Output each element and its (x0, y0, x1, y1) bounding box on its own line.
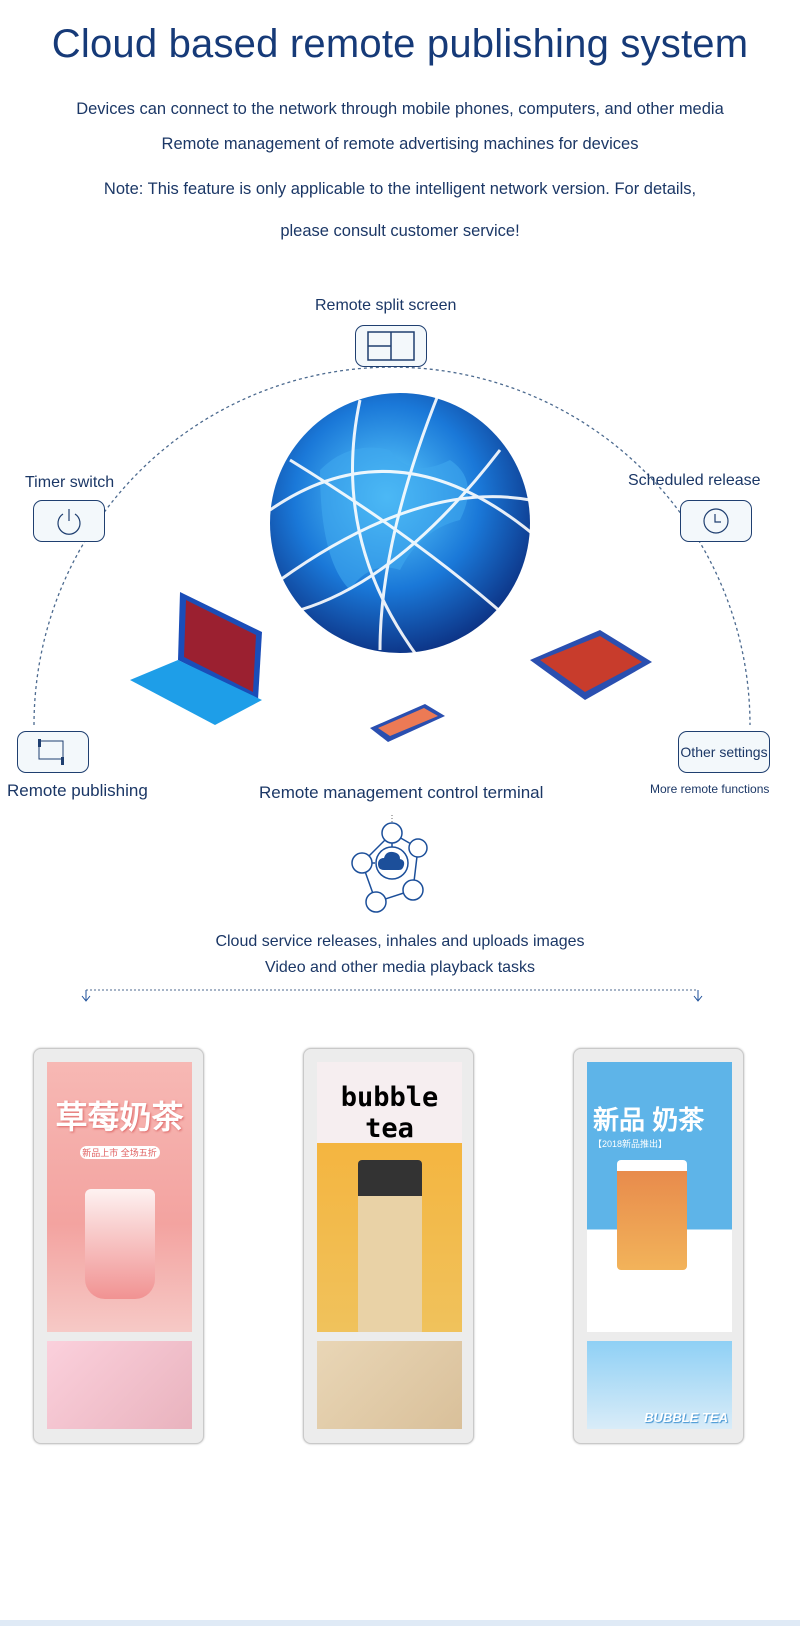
poster-subtitle: 【2018新品推出】 (593, 1139, 668, 1149)
intro-line: Remote management of remote advertising … (161, 135, 639, 153)
scheduled-release-button[interactable] (680, 500, 752, 542)
poster-bubble-thumb: BUBBLE TEA (587, 1341, 732, 1429)
laptop-icon (130, 592, 262, 725)
more-functions-label: More remote functions (650, 782, 770, 796)
cloud-text: Cloud service releases, inhales and uplo… (215, 933, 585, 950)
note-line: Note: This feature is only applicable to… (103, 180, 697, 198)
other-settings-button[interactable]: Other settings (678, 731, 770, 773)
remote-publishing-button[interactable] (17, 731, 89, 773)
publish-icon (38, 739, 64, 765)
poster-milk-tea-thumb (317, 1341, 462, 1429)
display-panel-bubble-tea: bubble tea (303, 1048, 474, 1444)
tablet-icon (530, 630, 652, 700)
display-panel-new-tea: 新品 奶茶 【2018新品推出】 BUBBLE TEA (573, 1048, 744, 1444)
clock-icon (703, 508, 729, 534)
poster-subtitle: 新品上市 全场五折 (79, 1146, 160, 1159)
diagram-graphics (33, 366, 751, 1002)
split-screen-label: Remote split screen (315, 297, 457, 314)
terminal-label: Remote management control terminal (259, 783, 544, 802)
intro-line: Devices can connect to the network throu… (76, 100, 724, 118)
page-title: Cloud based remote publishing system (51, 22, 749, 66)
phone-icon (370, 704, 445, 742)
scheduled-release-label: Scheduled release (628, 472, 761, 489)
poster-title: 草莓奶茶 (55, 1099, 184, 1135)
footer-band (0, 1620, 800, 1626)
cloud-network-icon (351, 822, 428, 913)
timer-switch-label: Timer switch (25, 474, 115, 491)
cloud-text: Video and other media playback tasks (264, 959, 536, 976)
poster-bubble-tea: bubble tea (317, 1062, 462, 1332)
split-screen-button[interactable] (355, 325, 427, 367)
note-line: please consult customer service! (280, 222, 520, 240)
power-icon (57, 509, 81, 535)
remote-publishing-label: Remote publishing (7, 781, 148, 800)
poster-caption: BUBBLE TEA (644, 1410, 728, 1425)
globe-icon (269, 389, 541, 661)
poster-title: 新品 奶茶 (593, 1105, 705, 1135)
poster-milk-tea-thumb (47, 1341, 192, 1429)
poster-strawberry-tea: 草莓奶茶 新品上市 全场五折 (47, 1062, 192, 1332)
timer-switch-button[interactable] (33, 500, 105, 542)
poster-new-milk-tea: 新品 奶茶 【2018新品推出】 (587, 1062, 732, 1332)
dashed-arc (33, 366, 751, 726)
display-panel-strawberry: 草莓奶茶 新品上市 全场五折 (33, 1048, 204, 1444)
arrow-down-icon (81, 990, 703, 1002)
split-screen-icon (367, 331, 415, 361)
poster-title: bubble tea (340, 1082, 439, 1144)
